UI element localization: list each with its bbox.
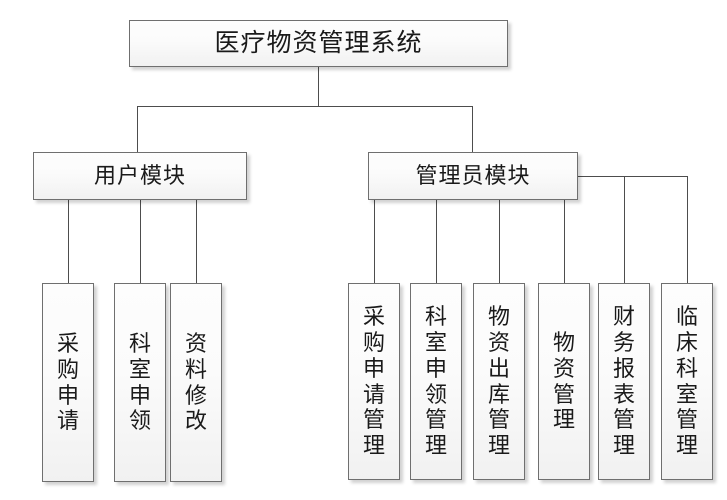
- label-char: 管: [424, 407, 447, 433]
- label-char: 购: [56, 356, 79, 382]
- label-char: 采: [362, 303, 385, 329]
- node-user-module-label: 用户模块: [93, 163, 186, 188]
- label-char: 理: [362, 433, 385, 459]
- node-admin-child-clinical-department-mgmt[interactable]: 临床科室管理: [661, 283, 713, 480]
- connector-root-stem: [318, 67, 319, 106]
- label-char: 改: [184, 408, 207, 434]
- label-char: 资: [487, 329, 510, 355]
- connector-admin-child-5: [624, 176, 625, 283]
- label-char: 库: [487, 381, 510, 407]
- node-user-child-department-requisition[interactable]: 科室申领: [114, 283, 166, 482]
- node-user-child-2-label: 科室申领: [115, 331, 165, 435]
- label-char: 请: [56, 408, 79, 434]
- label-char: 科: [424, 303, 447, 329]
- label-char: 理: [487, 433, 510, 459]
- label-char: 务: [612, 329, 635, 355]
- label-char: 管: [552, 381, 575, 407]
- node-root-label: 医疗物资管理系统: [214, 30, 423, 57]
- label-char: 物: [487, 303, 510, 329]
- node-root[interactable]: 医疗物资管理系统: [129, 20, 508, 67]
- label-char: 理: [675, 433, 698, 459]
- node-admin-child-2-label: 科室申领管理: [411, 304, 461, 460]
- connector-user-child-2: [140, 200, 141, 283]
- label-char: 室: [424, 329, 447, 355]
- label-char: 请: [362, 381, 385, 407]
- node-admin-child-3-label: 物资出库管理: [474, 304, 524, 460]
- label-char: 床: [675, 329, 698, 355]
- label-char: 管: [675, 407, 698, 433]
- label-char: 管: [612, 407, 635, 433]
- label-char: 修: [184, 382, 207, 408]
- node-admin-child-purchase-request-mgmt[interactable]: 采购申请管理: [348, 283, 400, 480]
- label-char: 领: [128, 408, 151, 434]
- node-user-child-profile-edit[interactable]: 资料修改: [170, 283, 222, 482]
- label-char: 申: [128, 382, 151, 408]
- label-char: 理: [612, 433, 635, 459]
- label-char: 料: [184, 356, 207, 382]
- node-admin-child-1-label: 采购申请管理: [349, 304, 399, 460]
- node-admin-child-6-label: 临床科室管理: [662, 304, 712, 460]
- node-admin-child-finance-report-mgmt[interactable]: 财务报表管理: [598, 283, 650, 480]
- connector-user-child-3: [196, 200, 197, 283]
- label-char: 表: [612, 381, 635, 407]
- connector-admin-child-1: [374, 200, 375, 283]
- node-admin-child-5-label: 财务报表管理: [599, 304, 649, 460]
- connector-root-bus: [137, 106, 473, 107]
- label-char: 申: [362, 355, 385, 381]
- label-char: 物: [552, 329, 575, 355]
- label-char: 科: [675, 355, 698, 381]
- label-char: 科: [128, 330, 151, 356]
- node-admin-child-department-requisition-mgmt[interactable]: 科室申领管理: [410, 283, 462, 480]
- label-char: 管: [487, 407, 510, 433]
- label-char: 临: [675, 303, 698, 329]
- connector-admin-child-6: [687, 176, 688, 283]
- node-user-module[interactable]: 用户模块: [33, 152, 247, 200]
- label-char: 室: [675, 381, 698, 407]
- label-char: 申: [56, 382, 79, 408]
- label-char: 管: [362, 407, 385, 433]
- connector-admin-child-3: [499, 200, 500, 283]
- node-admin-child-supplies-mgmt[interactable]: 物资管理: [538, 283, 590, 480]
- label-char: 出: [487, 355, 510, 381]
- label-char: 资: [552, 355, 575, 381]
- node-user-child-1-label: 采购申请: [43, 331, 93, 435]
- node-user-child-3-label: 资料修改: [171, 331, 221, 435]
- label-char: 领: [424, 381, 447, 407]
- connector-admin-side-bus: [578, 176, 687, 177]
- label-char: 申: [424, 355, 447, 381]
- label-char: 采: [56, 330, 79, 356]
- node-user-child-purchase-request[interactable]: 采购申请: [42, 283, 94, 482]
- label-char: 室: [128, 356, 151, 382]
- connector-to-admin-module: [472, 106, 473, 152]
- connector-admin-child-2: [436, 200, 437, 283]
- node-admin-module[interactable]: 管理员模块: [368, 152, 578, 200]
- label-char: 财: [612, 303, 635, 329]
- label-char: 理: [424, 433, 447, 459]
- connector-user-child-1: [68, 200, 69, 283]
- label-char: 购: [362, 329, 385, 355]
- label-char: 资: [184, 330, 207, 356]
- connector-admin-child-4: [564, 200, 565, 283]
- node-admin-child-4-label: 物资管理: [539, 330, 589, 434]
- node-admin-child-outbound-mgmt[interactable]: 物资出库管理: [473, 283, 525, 480]
- label-char: 报: [612, 355, 635, 381]
- label-char: 理: [552, 407, 575, 433]
- node-admin-module-label: 管理员模块: [415, 163, 531, 188]
- connector-to-user-module: [137, 106, 138, 152]
